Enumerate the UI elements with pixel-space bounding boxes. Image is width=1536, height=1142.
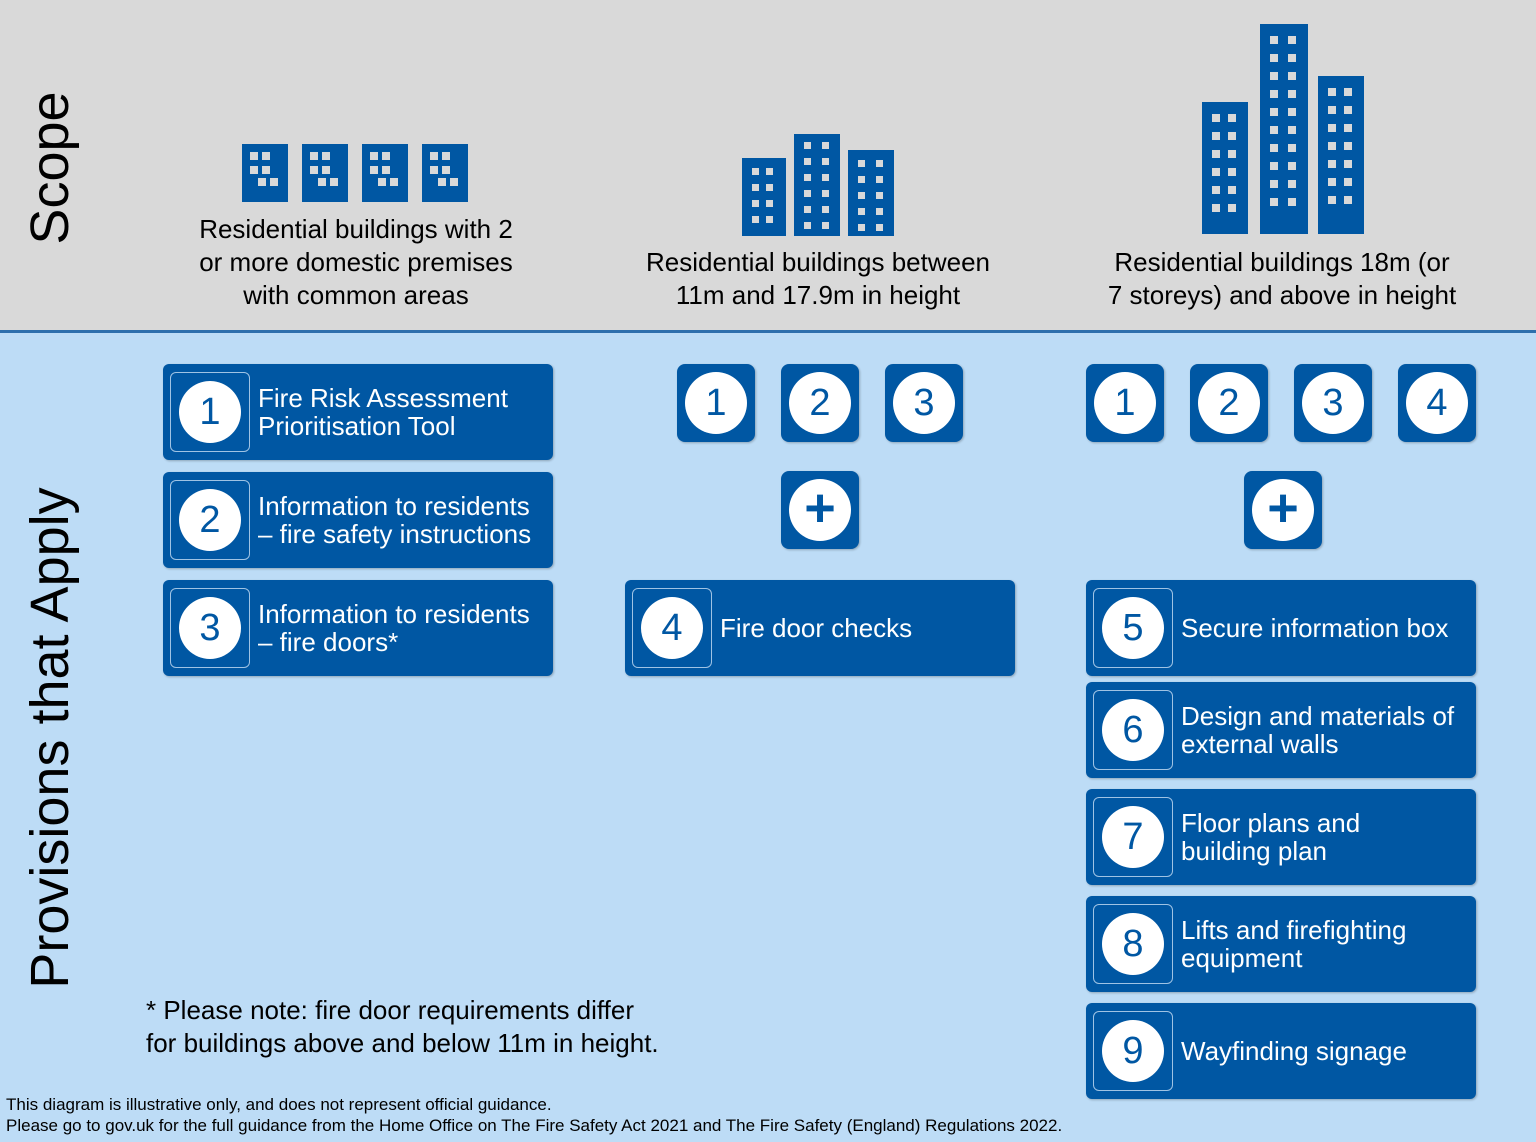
provision-line: Floor plans and (1181, 808, 1361, 838)
caption-line: 11m and 17.9m in height (675, 280, 961, 310)
number-badge: 2 (1198, 372, 1260, 434)
provision-1-box: 1 Fire Risk Assessment Prioritisation To… (163, 364, 553, 460)
provision-line: – fire safety instructions (258, 519, 532, 549)
provision-8-box: 8 Lifts and firefighting equipment (1086, 896, 1476, 992)
provisions-label: Provisions that Apply (20, 487, 80, 989)
provision-line: external walls (1181, 729, 1339, 759)
provision-text: Fire door checks (720, 614, 912, 642)
provision-line: Fire door checks (720, 613, 913, 643)
provision-number-tile: 6 (1093, 690, 1173, 770)
provision-line: building plan (1181, 836, 1328, 866)
plus-icon: + (1252, 479, 1314, 541)
number-badge: 5 (1102, 597, 1164, 659)
provision-3-box: 3 Information to residents – fire doors* (163, 580, 553, 676)
four-low-rise-buildings-icon (242, 144, 468, 202)
plus-symbol: + (1267, 478, 1299, 538)
number-badge: 7 (1102, 806, 1164, 868)
provision-text: Information to residents – fire doors* (258, 600, 530, 656)
number-badge: 8 (1102, 913, 1164, 975)
caption-line: Residential buildings with 2 (199, 214, 513, 244)
number-badge: 1 (179, 381, 241, 443)
number-badge: 3 (179, 597, 241, 659)
number-badge: 1 (685, 372, 747, 434)
mid-tile-1: 1 (677, 364, 755, 442)
column-1-caption: Residential buildings with 2 or more dom… (186, 213, 526, 312)
provision-number-tile: 5 (1093, 588, 1173, 668)
provision-line: Wayfinding signage (1181, 1036, 1407, 1066)
column-3-caption: Residential buildings 18m (or 7 storeys)… (1094, 246, 1470, 312)
mid-tile-3: 3 (885, 364, 963, 442)
high-tile-2: 2 (1190, 364, 1268, 442)
caption-line: Residential buildings 18m (or (1114, 247, 1450, 277)
caption-line: with common areas (243, 280, 469, 310)
number-badge: 2 (179, 489, 241, 551)
provision-number-tile: 1 (170, 372, 250, 452)
provision-line: Lifts and firefighting (1181, 915, 1407, 945)
provision-7-box: 7 Floor plans and building plan (1086, 789, 1476, 885)
caption-line: Residential buildings between (645, 247, 990, 277)
provision-text: Information to residents – fire safety i… (258, 492, 531, 548)
provision-line: equipment (1181, 943, 1303, 973)
provision-text: Lifts and firefighting equipment (1181, 916, 1406, 972)
disclaimer-footer: This diagram is illustrative only, and d… (6, 1094, 1062, 1136)
mid-tile-2: 2 (781, 364, 859, 442)
high-tile-3: 3 (1294, 364, 1372, 442)
provision-line: Information to residents (258, 599, 530, 629)
provision-text: Design and materials of external walls (1181, 702, 1454, 758)
provision-number-tile: 3 (170, 588, 250, 668)
number-badge: 3 (893, 372, 955, 434)
provision-2-box: 2 Information to residents – fire safety… (163, 472, 553, 568)
number-badge: 6 (1102, 699, 1164, 761)
number-badge: 1 (1094, 372, 1156, 434)
provision-line: Fire Risk Assessment (258, 383, 508, 413)
mid-plus-tile: + (781, 471, 859, 549)
three-high-rise-buildings-icon (1202, 24, 1364, 234)
provision-line: Information to residents (258, 491, 530, 521)
provision-number-tile: 9 (1093, 1011, 1173, 1091)
number-badge: 4 (1406, 372, 1468, 434)
number-badge: 4 (641, 597, 703, 659)
caption-line: 7 storeys) and above in height (1107, 280, 1457, 310)
provision-text: Fire Risk Assessment Prioritisation Tool (258, 384, 508, 440)
high-tile-1: 1 (1086, 364, 1164, 442)
provision-number-tile: 4 (632, 588, 712, 668)
provision-9-box: 9 Wayfinding signage (1086, 1003, 1476, 1099)
provision-6-box: 6 Design and materials of external walls (1086, 682, 1476, 778)
caption-line: or more domestic premises (199, 247, 513, 277)
provision-number-tile: 8 (1093, 904, 1173, 984)
column-2-caption: Residential buildings between 11m and 17… (630, 246, 1006, 312)
provision-number-tile: 2 (170, 480, 250, 560)
number-badge: 2 (789, 372, 851, 434)
scope-label: Scope (20, 91, 80, 245)
provision-text: Secure information box (1181, 614, 1448, 642)
provision-text: Floor plans and building plan (1181, 809, 1360, 865)
provision-5-box: 5 Secure information box (1086, 580, 1476, 676)
number-badge: 3 (1302, 372, 1364, 434)
high-tile-4: 4 (1398, 364, 1476, 442)
note-line: * Please note: fire door requirements di… (146, 995, 635, 1025)
three-mid-rise-buildings-icon (742, 134, 894, 236)
number-badge: 9 (1102, 1020, 1164, 1082)
note-line: for buildings above and below 11m in hei… (146, 1028, 659, 1058)
provision-text: Wayfinding signage (1181, 1037, 1407, 1065)
provision-4-box: 4 Fire door checks (625, 580, 1015, 676)
footer-line: Please go to gov.uk for the full guidanc… (6, 1116, 1063, 1135)
provision-line: Design and materials of (1181, 701, 1455, 731)
high-plus-tile: + (1244, 471, 1322, 549)
provision-number-tile: 7 (1093, 797, 1173, 877)
provision-line: Secure information box (1181, 613, 1449, 643)
provision-line: Prioritisation Tool (258, 411, 456, 441)
provision-line: – fire doors* (258, 627, 399, 657)
plus-symbol: + (804, 478, 836, 538)
plus-icon: + (789, 479, 851, 541)
fire-door-note: * Please note: fire door requirements di… (146, 994, 659, 1060)
footer-line: This diagram is illustrative only, and d… (6, 1095, 552, 1114)
